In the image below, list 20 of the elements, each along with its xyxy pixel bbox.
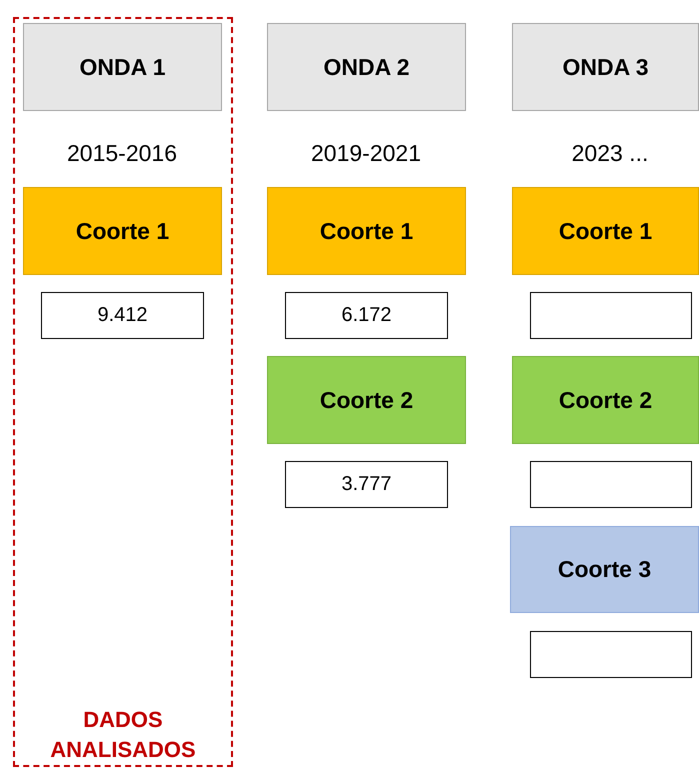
wave-header-box: ONDA 3 <box>512 23 699 111</box>
cohort-box: Coorte 1 <box>23 187 222 275</box>
count-box: 3.777 <box>285 461 448 508</box>
year-range-label: 2019-2021 <box>310 140 422 167</box>
year-range-label: 2015-2016 <box>66 140 178 167</box>
year-range-label: 2023 ... <box>570 140 650 167</box>
frame-caption: DADOS ANALISADOS <box>49 706 197 764</box>
dashed-frame <box>13 17 233 767</box>
empty-box <box>530 631 692 678</box>
cohort-box: Coorte 1 <box>267 187 466 275</box>
wave-header-box: ONDA 2 <box>267 23 466 111</box>
count-box: 9.412 <box>41 292 204 339</box>
count-box: 6.172 <box>285 292 448 339</box>
empty-box <box>530 461 692 508</box>
empty-box <box>530 292 692 339</box>
wave-header-box: ONDA 1 <box>23 23 222 111</box>
cohort-box: Coorte 2 <box>267 356 466 444</box>
cohort-box: Coorte 2 <box>512 356 699 444</box>
cohort-box: Coorte 1 <box>512 187 699 275</box>
cohort-box: Coorte 3 <box>510 526 699 613</box>
